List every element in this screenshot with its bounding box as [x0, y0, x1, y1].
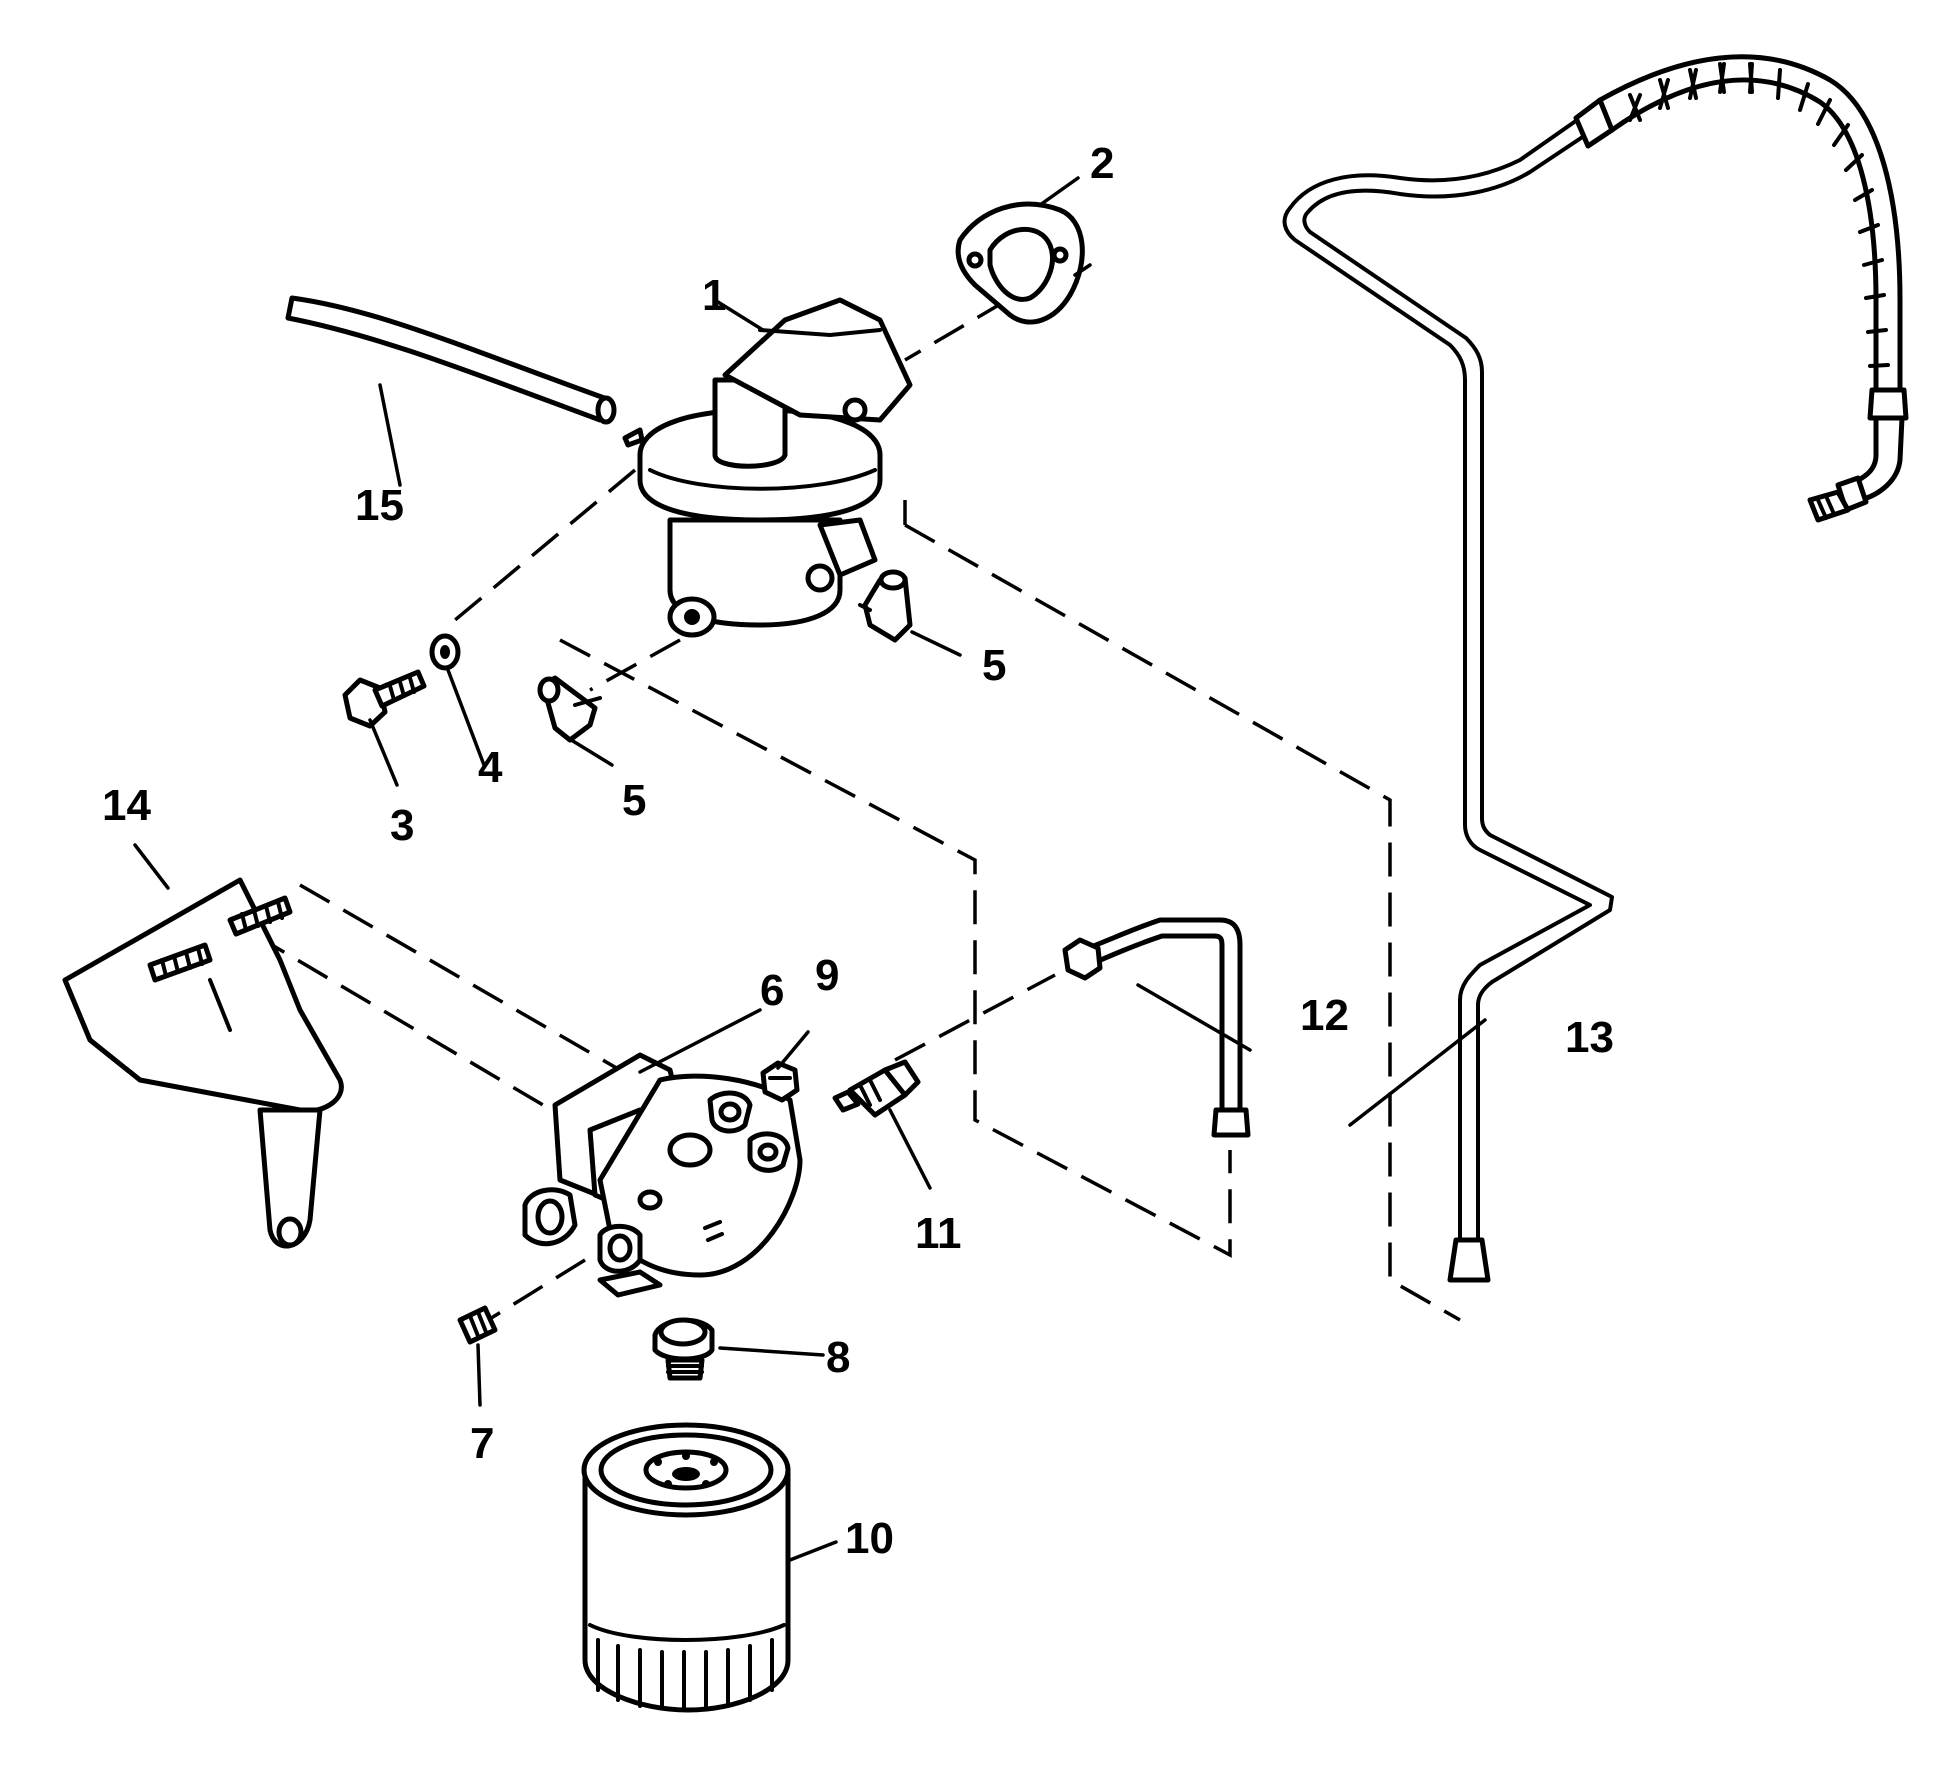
elbow-fitting-part-5-right: [858, 569, 913, 643]
callout-15: 15: [355, 481, 404, 530]
connector-fitting-part-11: [832, 1059, 921, 1118]
callout-1: 1: [702, 271, 726, 320]
filter-base-part-6: [522, 1052, 803, 1298]
fuel-hose-part-15: [285, 295, 617, 425]
adapter-part-8: [652, 1317, 715, 1381]
fuel-pump-part-1: [622, 297, 913, 638]
callout-12: 12: [1300, 991, 1349, 1040]
nut-part-9: [760, 1060, 800, 1103]
callout-9: 9: [815, 951, 839, 1000]
callout-5-lower: 5: [622, 776, 646, 825]
callout-3: 3: [390, 801, 414, 850]
bracket-part-14: [62, 877, 344, 1249]
callout-6: 6: [760, 966, 784, 1015]
callout-5-upper: 5: [982, 641, 1006, 690]
callout-14: 14: [102, 781, 151, 830]
assembly-lines: [254, 273, 1461, 1327]
callout-4: 4: [478, 743, 503, 792]
callout-labels: 1 2 3 4 5 5 6 7 8 9 10 11 12 13 14 15: [102, 139, 1614, 1563]
callout-11: 11: [915, 1209, 962, 1258]
callout-2: 2: [1090, 139, 1114, 188]
washer-part-4: [429, 633, 461, 671]
elbow-fitting-part-5-left: [537, 675, 602, 743]
fuel-filter-part-10: [581, 1422, 791, 1713]
fuel-line-part-13: [1282, 54, 1909, 1283]
callout-13: 13: [1565, 1013, 1614, 1062]
fuel-line-part-12: [1062, 917, 1251, 1138]
leader-lines: [133, 176, 1487, 1562]
bolt-part-3: [342, 669, 427, 729]
plug-part-7: [457, 1305, 498, 1345]
callout-7: 7: [470, 1419, 494, 1468]
callout-8: 8: [826, 1333, 850, 1382]
gasket-part-2: [955, 201, 1092, 325]
callout-10: 10: [845, 1514, 894, 1563]
